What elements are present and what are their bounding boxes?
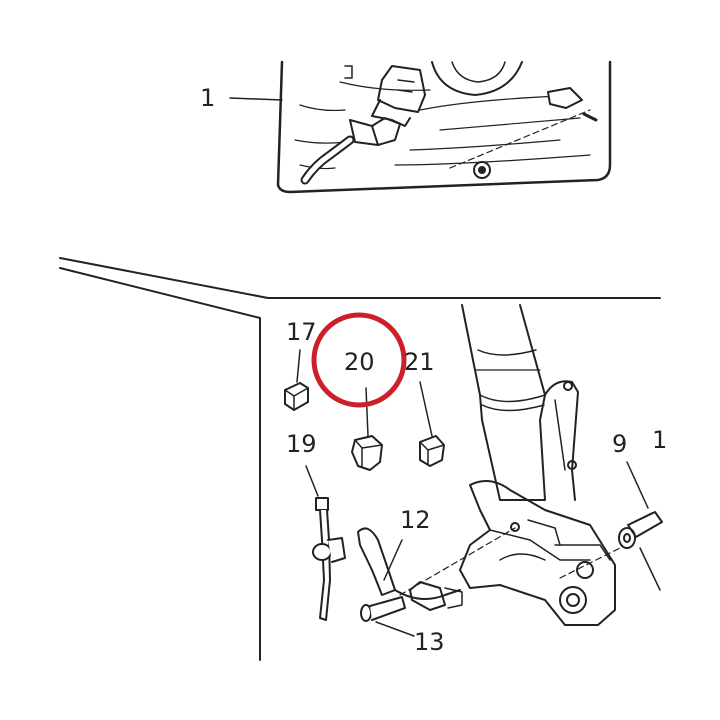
cable-tie-part-19 <box>305 465 346 621</box>
bolt-part-9 <box>559 461 663 591</box>
callout-21: 21 <box>404 348 435 376</box>
leader-line-20 <box>365 387 369 437</box>
callout-10: 1 <box>652 426 668 454</box>
leader-line-19 <box>305 465 319 497</box>
leader-line-1 <box>229 97 283 101</box>
callout-1: 1 <box>200 84 216 112</box>
diagonal-dashed-line <box>449 109 591 169</box>
fork-and-caliper-assembly <box>459 304 616 626</box>
leader-line-21 <box>419 381 433 437</box>
leader-line-13 <box>375 621 415 637</box>
callout-20: 20 <box>344 348 375 376</box>
clip-part-20 <box>351 387 383 471</box>
dashboard-panel-outline <box>276 60 612 194</box>
clip-part-21 <box>419 381 445 467</box>
gauge-ring <box>431 61 523 96</box>
brake-caliper <box>459 480 616 626</box>
leader-line-12 <box>383 539 403 581</box>
clip-part-17 <box>284 349 309 411</box>
leader-line-9 <box>626 461 649 509</box>
callout-12: 12 <box>400 506 431 534</box>
callout-9: 9 <box>612 430 628 458</box>
leader-line-17 <box>296 349 301 383</box>
callout-13: 13 <box>414 628 445 656</box>
sheet-boundary-lines <box>59 257 661 661</box>
highlight-circle <box>311 312 407 408</box>
screw-part-13 <box>360 596 415 637</box>
callout-19: 19 <box>286 430 317 458</box>
fork-tube <box>461 304 546 501</box>
dashboard-panel-part <box>229 60 612 194</box>
hose-guide-part-12 <box>357 527 516 611</box>
callout-17: 17 <box>286 318 317 346</box>
